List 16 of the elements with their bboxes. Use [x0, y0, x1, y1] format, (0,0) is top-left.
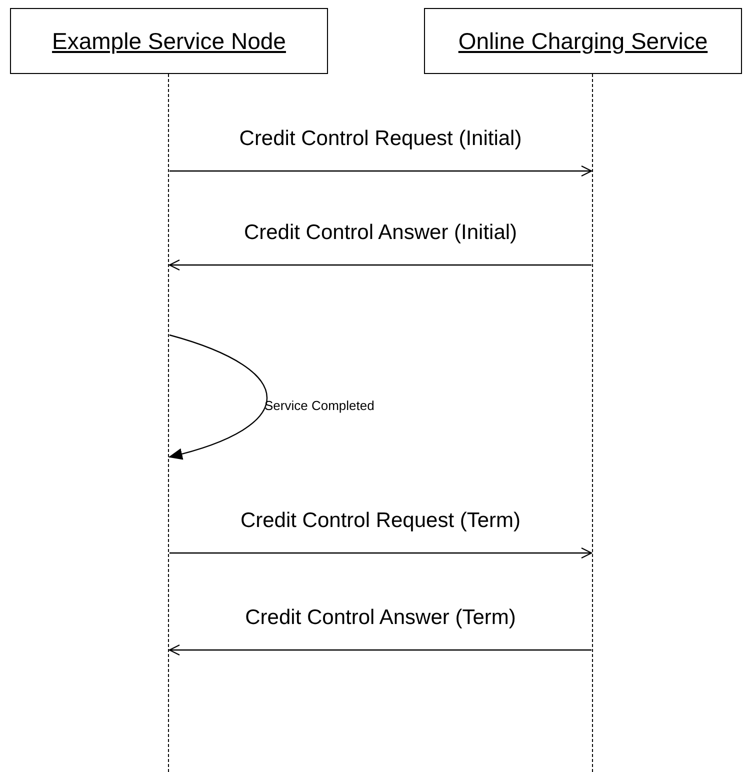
message-arrow: [168, 644, 592, 656]
message-label: Credit Control Answer (Term): [245, 605, 516, 631]
message-label: Credit Control Request (Initial): [239, 126, 522, 152]
self-message-arrow: [168, 334, 268, 460]
message-arrow: [170, 165, 592, 177]
message-label: Credit Control Request (Term): [240, 508, 521, 534]
participant-box: [10, 8, 328, 74]
participant-name: Example Service Node: [52, 28, 286, 54]
edge-label: Service Completed: [264, 398, 374, 413]
message-arrow: [168, 259, 592, 271]
message-label: Credit Control Answer (Initial): [244, 220, 518, 246]
lifeline: [592, 74, 594, 772]
lifeline: [168, 74, 170, 772]
participant-name: Online Charging Service: [458, 28, 708, 54]
participant-box: [424, 8, 742, 74]
message-arrow: [170, 547, 592, 559]
